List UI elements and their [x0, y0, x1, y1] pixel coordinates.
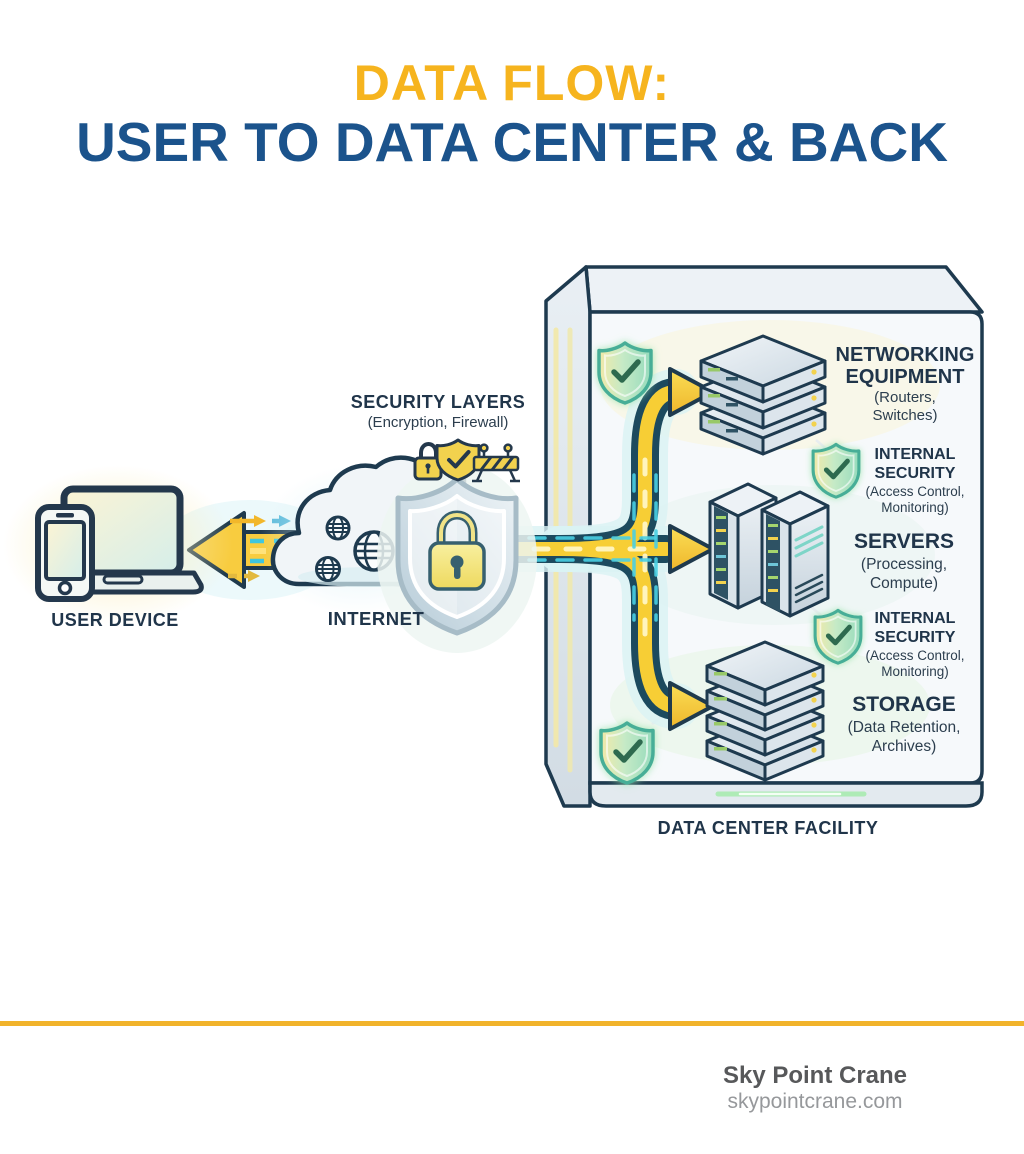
server-towers-icon: [708, 482, 830, 618]
title-line-1: DATA FLOW:: [353, 55, 671, 111]
internal-security-top-sublabel: (Access Control, Monitoring): [865, 484, 965, 515]
globe-icon-small-top: [325, 515, 351, 541]
internal-security-bottom-sublabel: (Access Control, Monitoring): [865, 648, 965, 679]
shield-lock-icon: [377, 463, 537, 653]
switch-stack-icon: [699, 334, 827, 456]
smartphone-laptop-icon: [3, 465, 233, 625]
security-layer-icons: [413, 438, 520, 483]
networking-equipment-label: NETWORKING EQUIPMENT: [835, 344, 975, 388]
servers-label: SERVERS: [854, 530, 954, 553]
branch-arrowheads: [668, 367, 715, 731]
footer-brand: Sky Point Crane: [722, 1062, 908, 1089]
networking-equipment-sublabel: (Routers, Switches): [872, 389, 938, 424]
green-shield-check-icon-internal-2: [815, 610, 861, 663]
user-device-label: USER DEVICE: [51, 610, 179, 630]
security-layers-label: SECURITY LAYERS: [350, 392, 526, 412]
storage-stack-icon: [705, 640, 825, 782]
shield-check-icon: [435, 438, 481, 482]
smartphone-icon: [35, 504, 95, 602]
globe-icon-small-bottom: [315, 556, 341, 582]
internet-label: INTERNET: [327, 608, 425, 629]
title-line-2: USER TO DATA CENTER & BACK: [76, 111, 948, 173]
storage-label: STORAGE: [852, 693, 956, 716]
arrowhead-to-networking: [668, 367, 715, 417]
green-shield-check-icon-top-left: [599, 343, 651, 403]
internal-security-bottom-label: INTERNAL SECURITY: [874, 610, 956, 646]
security-layers-sublabel: (Encryption, Firewall): [367, 414, 509, 431]
internal-security-top-label: INTERNAL SECURITY: [874, 446, 956, 482]
footer-divider-line: [0, 1021, 1024, 1026]
green-shield-check-icon-bottom-left: [601, 723, 653, 783]
arrowhead-to-servers: [668, 524, 715, 574]
servers-sublabel: (Processing, Compute): [860, 556, 948, 592]
padlock-icon: [413, 441, 443, 481]
footer-website: skypointcrane.com: [727, 1090, 903, 1113]
arrowhead-to-storage: [668, 681, 715, 731]
data-center-facility-label: DATA CENTER FACILITY: [657, 818, 879, 838]
barrier-icon: [472, 443, 520, 483]
server-tower-front: [760, 490, 830, 618]
storage-sublabel: (Data Retention, Archives): [847, 719, 961, 755]
padlock-icon-large: [428, 510, 486, 591]
green-shield-check-icon-internal-1: [813, 444, 859, 497]
